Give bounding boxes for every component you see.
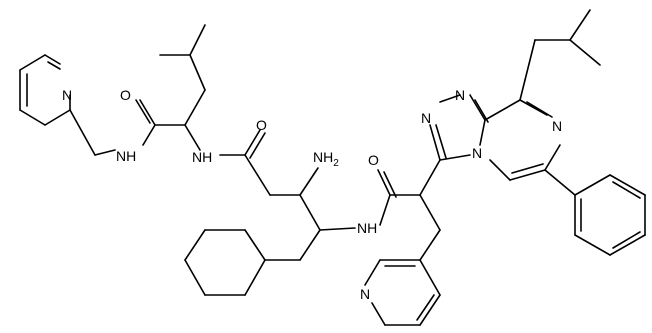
atom-nh-left: NH xyxy=(116,148,136,164)
atom-o-leu: O xyxy=(120,87,131,103)
atom-n-pyridine-left: N xyxy=(62,87,72,103)
atom-n-triazole-3: N xyxy=(472,145,482,161)
atom-n-triazole-2: N xyxy=(455,87,465,103)
atom-nh-mid: NH xyxy=(192,149,212,165)
atom-o-right: O xyxy=(368,152,379,168)
atom-n-pyridine-bottom: N xyxy=(360,286,370,302)
atom-n-pyrazine: N xyxy=(552,118,562,134)
atom-nh-right: NH xyxy=(357,220,377,236)
atom-o-gly: O xyxy=(256,117,267,133)
atom-nh2: NH2 xyxy=(313,149,339,169)
atom-labels: N O NH NH O NH2 O NH N N N N N xyxy=(62,87,562,302)
bonds xyxy=(19,9,646,326)
atom-n-triazole-1: N xyxy=(421,110,431,126)
